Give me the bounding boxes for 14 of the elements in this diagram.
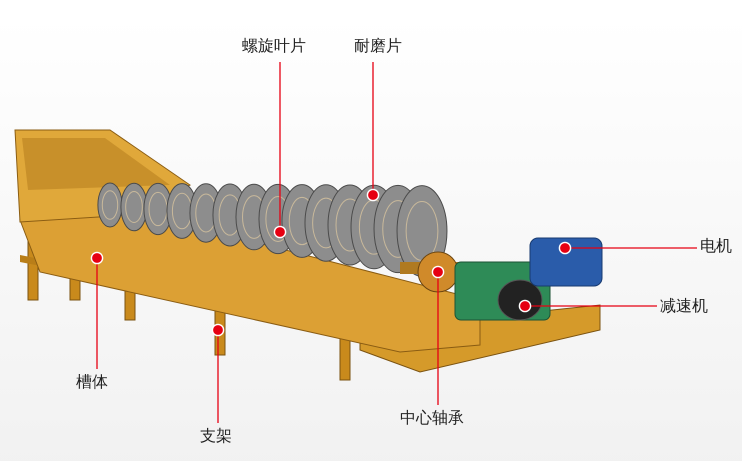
leader-line [518,300,657,312]
part-label: 螺旋叶片 [242,36,306,56]
part-label: 减速机 [660,296,708,316]
part-label: 中心轴承 [400,408,464,428]
leader-line [212,324,224,423]
part-label: 电机 [700,236,732,256]
leader-line [90,252,104,369]
part-label: 耐磨片 [354,36,402,56]
leader-line [558,242,697,254]
leader-line [432,266,444,405]
leader-line [274,62,286,238]
part-label: 支架 [200,426,232,446]
part-label: 槽体 [76,372,108,392]
leader-line [366,62,380,202]
